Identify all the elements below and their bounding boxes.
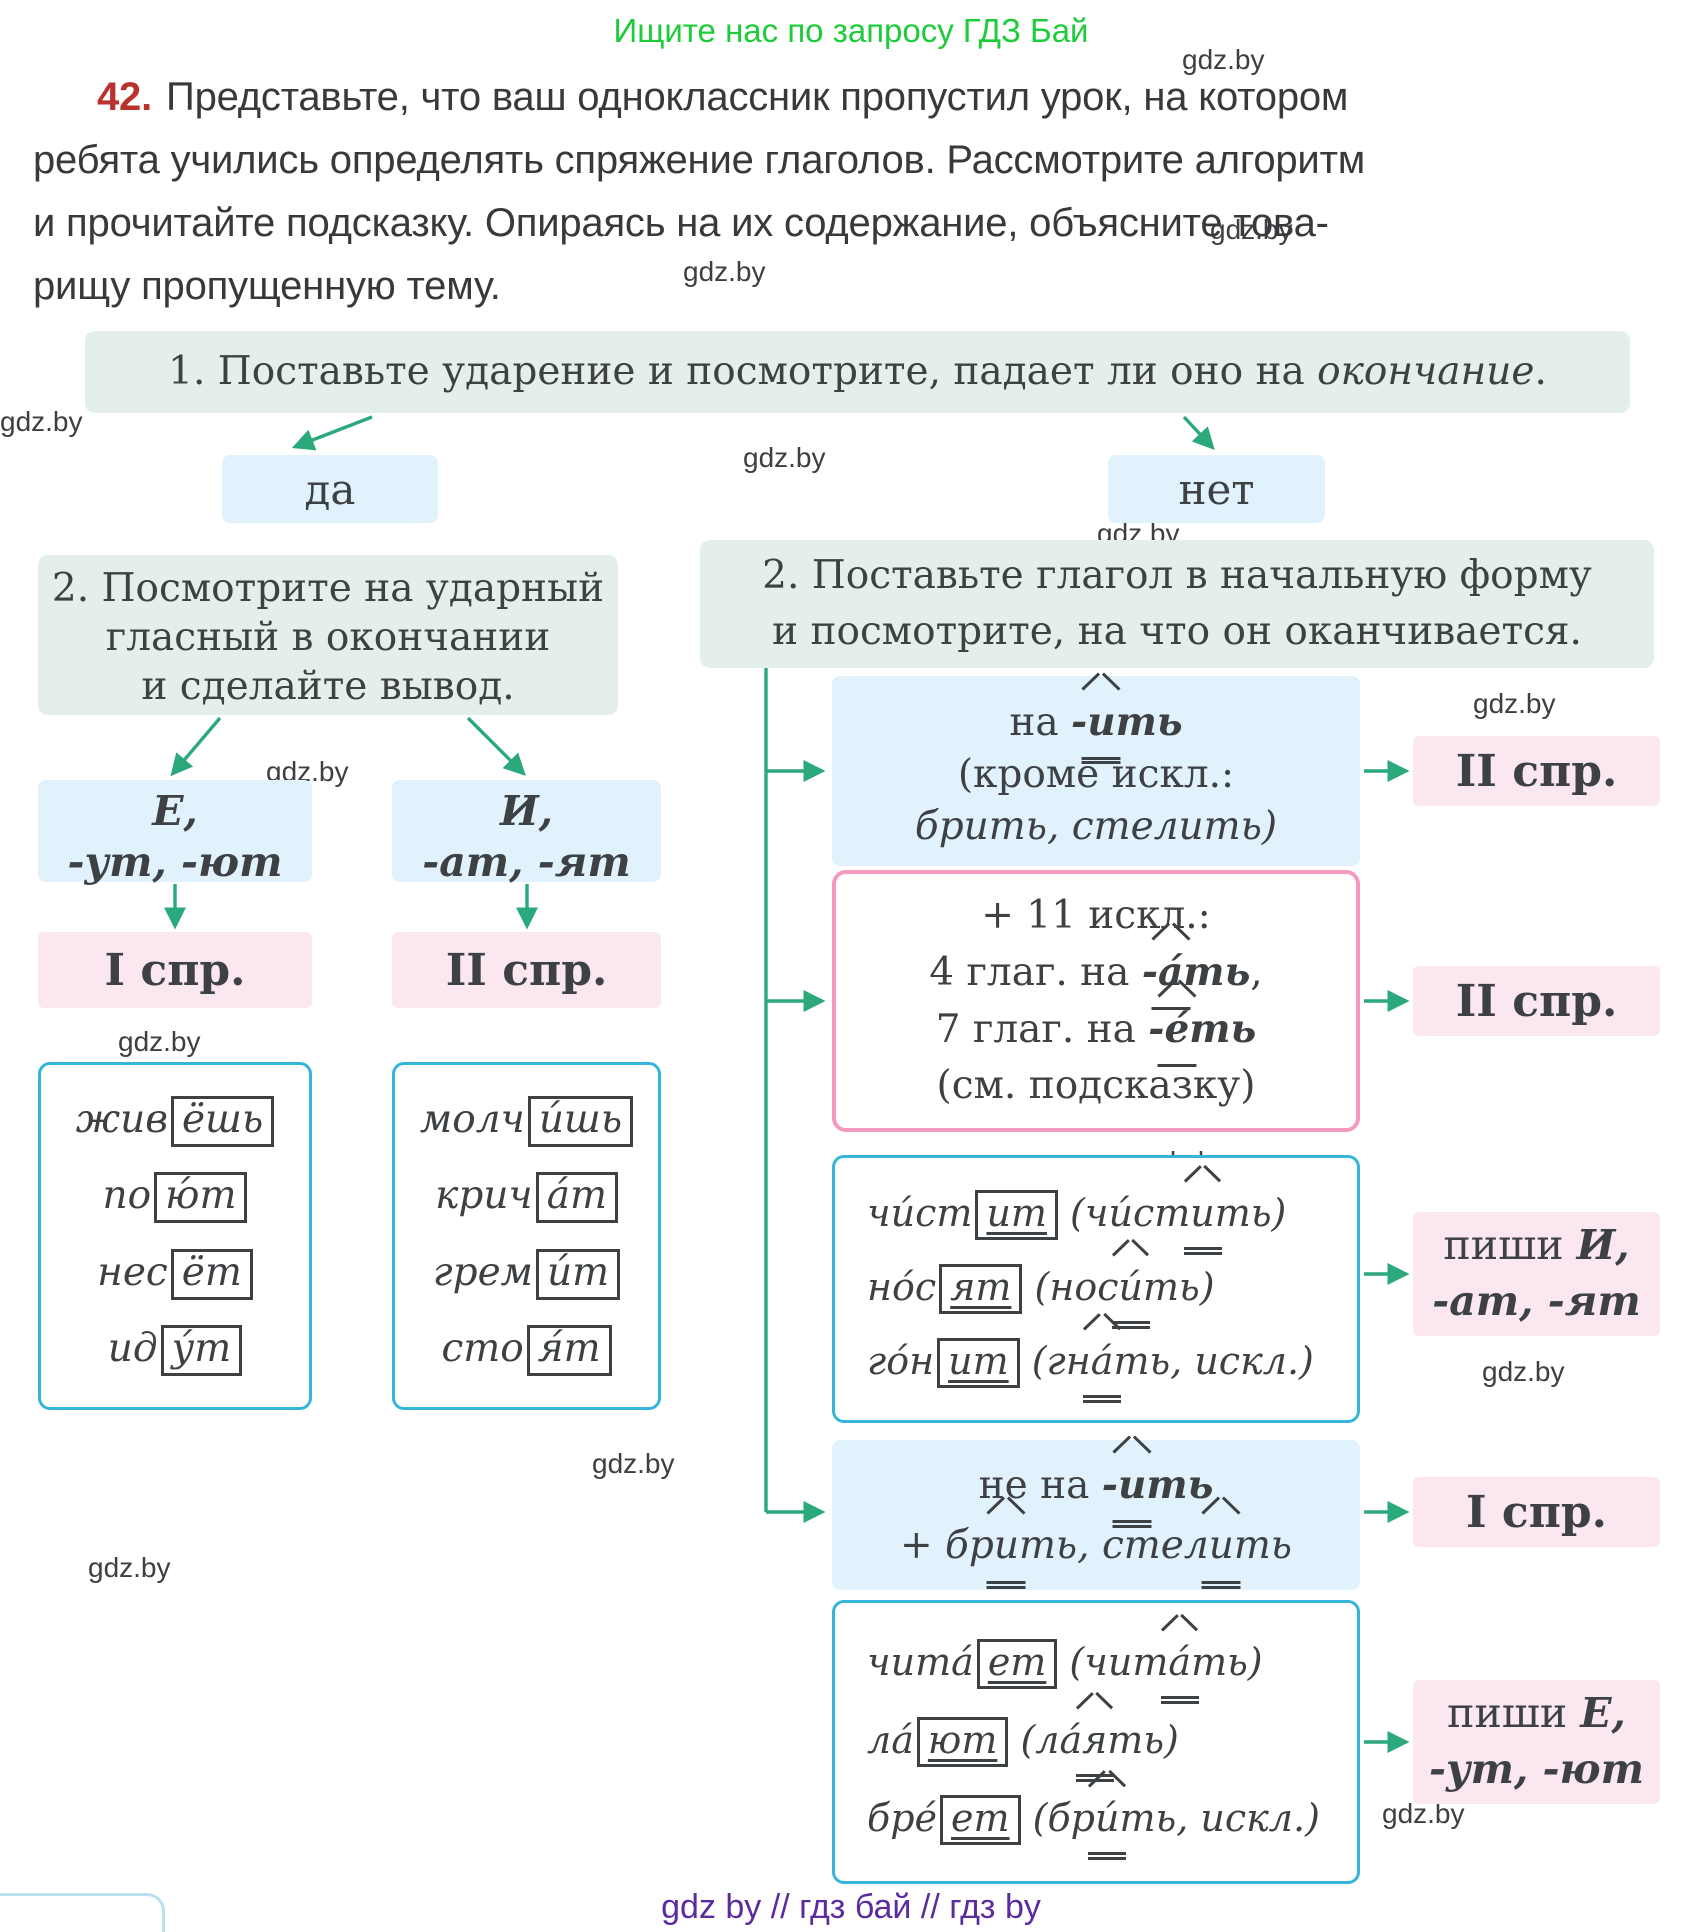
conj2-label: II спр. xyxy=(1455,745,1618,797)
promo-banner: Ищите нас по запросу ГДЗ Бай xyxy=(613,12,1089,49)
partial-box-edge xyxy=(0,1893,165,1932)
result-conj1-box: I спр. xyxy=(1413,1477,1660,1547)
exceptions-11-box: + 11 искл.:4 глаг. на -а́ть,7 глаг. на -… xyxy=(832,870,1360,1132)
footer-text: gdz by // гдз бай // гдз by xyxy=(661,1888,1041,1926)
write-i-box: пиши И,-ат, -ят xyxy=(1413,1212,1660,1336)
gdz-watermark: gdz.by xyxy=(592,1448,675,1479)
conj1-label: I спр. xyxy=(1466,1486,1607,1538)
step1-text: 1. Поставьте ударение и посмотрите, пада… xyxy=(168,348,1547,394)
ending-i-box: И,-ат, -ят xyxy=(392,780,661,886)
write-e-box: пиши Е,-ут, -ют xyxy=(1413,1680,1660,1804)
conj1-label: I спр. xyxy=(104,944,246,996)
yes-label: да xyxy=(304,464,356,514)
result-conj2-box-b: II спр. xyxy=(1413,966,1660,1036)
conj2-label: II спр. xyxy=(1455,975,1618,1027)
step1-box: 1. Поставьте ударение и посмотрите, пада… xyxy=(85,331,1630,413)
exercise-text: 42. Представьте, что ваш одноклассник про… xyxy=(33,66,1678,318)
yes-box: да xyxy=(222,455,438,523)
exercise-text-line: ребята учились определять спряжение глаг… xyxy=(33,138,1365,182)
exercise-text-line: рищу пропущенную тему. xyxy=(33,264,501,308)
ending-e-box: Е,-ут, -ют xyxy=(38,780,312,886)
gdz-watermark: gdz.by xyxy=(88,1552,171,1583)
gdz-watermark: gdz.by xyxy=(1182,44,1265,75)
result-conj2-box-a: II спр. xyxy=(1413,736,1660,806)
gdz-watermark: gdz.by xyxy=(1473,688,1556,719)
exercise-text-line: и прочитайте подсказку. Опираясь на их с… xyxy=(33,201,1329,245)
conj1-result-box: I спр. xyxy=(38,932,312,1008)
gdz-watermark: gdz.by xyxy=(0,406,83,437)
exercise-text-line: 42. Представьте, что ваш одноклассник про… xyxy=(33,66,1678,129)
exercise-text-line1: Представьте, что ваш одноклассник пропус… xyxy=(166,75,1349,119)
exercise-number: 42. xyxy=(97,75,153,119)
conj2-label: II спр. xyxy=(445,944,608,996)
no-box: нет xyxy=(1108,455,1325,523)
gdz-watermark: gdz.by xyxy=(683,256,766,287)
gdz-watermark: gdz.by xyxy=(1482,1356,1565,1387)
conj2-result-box: II спр. xyxy=(392,932,661,1008)
gdz-watermark: gdz.by xyxy=(743,442,826,473)
gdz-watermark: gdz.by xyxy=(1210,214,1293,245)
gdz-watermark: gdz.by xyxy=(118,1026,201,1057)
no-label: нет xyxy=(1178,464,1255,514)
